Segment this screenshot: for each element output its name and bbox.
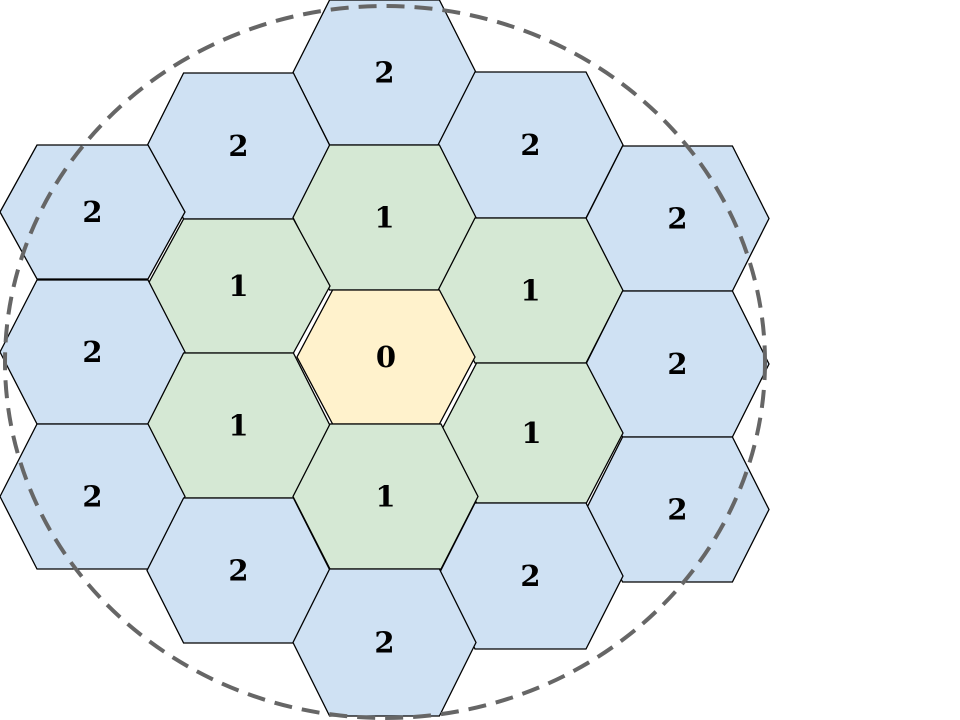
hex-ring-label: 1 <box>228 269 248 303</box>
hex-cell-ring-2: 2 <box>0 279 186 425</box>
hex-cell-ring-1: 1 <box>292 423 479 570</box>
hex-ring-label: 2 <box>82 195 102 229</box>
hex-layer: 2 2 2 2 1 2 1 1 2 0 2 1 1 2 1 2 2 2 2 <box>0 0 770 717</box>
hex-ring-label: 1 <box>374 201 394 235</box>
hex-ring-label: 1 <box>520 274 540 308</box>
hex-ring-label: 1 <box>521 416 541 450</box>
hex-cell-ring-2: 2 <box>0 423 186 570</box>
hex-ring-label: 0 <box>376 340 396 374</box>
hex-cell-ring-2: 2 <box>292 568 477 717</box>
dashed-range-circle <box>3 4 767 720</box>
hex-cell-ring-2: 2 <box>146 497 331 644</box>
hexagon-shape <box>292 568 477 717</box>
hex-cell-ring-2: 2 <box>0 144 186 280</box>
hex-cell-ring-1: 1 <box>292 144 477 291</box>
hex-ring-label: 2 <box>228 554 248 588</box>
hex-ring-label: 2 <box>82 335 102 369</box>
hex-ring-label: 2 <box>667 202 687 236</box>
hex-cell-ring-0: 0 <box>296 289 476 425</box>
hex-ring-label: 2 <box>520 559 540 593</box>
hex-ring-label: 2 <box>374 56 394 90</box>
hex-cell-ring-2: 2 <box>437 71 624 219</box>
hex-ring-label: 2 <box>374 626 394 660</box>
hex-ring-label: 2 <box>228 129 248 163</box>
hex-cell-ring-2: 2 <box>585 145 770 292</box>
hex-ring-label: 2 <box>520 128 540 162</box>
hex-ring-label: 1 <box>228 409 248 443</box>
hex-ring-label: 1 <box>375 480 395 514</box>
hex-ring-label: 2 <box>82 480 102 514</box>
hexagon-shape <box>0 144 186 280</box>
hex-ring-label: 2 <box>667 347 687 381</box>
hex-ring-label: 2 <box>667 493 687 527</box>
